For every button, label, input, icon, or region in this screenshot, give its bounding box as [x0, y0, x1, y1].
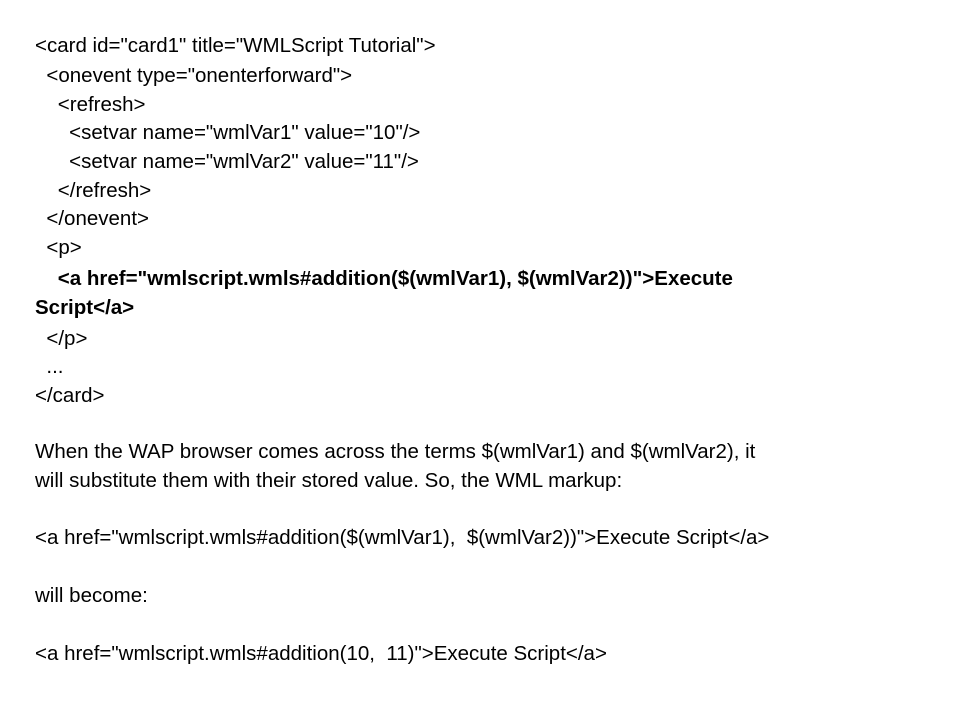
will-become-text: will become:: [35, 584, 148, 607]
code-line-setvar-2: <setvar name="wmlVar2" value="11"/>: [35, 150, 419, 173]
code-line-p-open: <p>: [35, 236, 82, 259]
explanation-line-2: will substitute them with their stored v…: [35, 469, 623, 492]
code-line-setvar-1: <setvar name="wmlVar1" value="10"/>: [35, 121, 421, 144]
code-line-card-close: </card>: [35, 384, 105, 407]
code-line-anchor-bold: <a href="wmlscript.wmls#addition($(wmlVa…: [35, 267, 733, 290]
code-line-refresh-close: </refresh>: [35, 179, 152, 202]
example-after-markup: <a href="wmlscript.wmls#addition(10, 11)…: [35, 642, 607, 665]
code-line-card-open: <card id="card1" title="WMLScript Tutori…: [35, 34, 436, 57]
example-before-markup: <a href="wmlscript.wmls#addition($(wmlVa…: [35, 526, 770, 549]
code-line-onevent-open: <onevent type="onenterforward">: [35, 64, 353, 87]
code-line-p-close: </p>: [35, 327, 88, 350]
code-line-refresh-open: <refresh>: [35, 93, 146, 116]
explanation-line-1: When the WAP browser comes across the te…: [35, 440, 756, 463]
code-line-ellipsis: ...: [35, 355, 64, 378]
code-line-anchor-bold-cont: Script</a>: [35, 296, 135, 319]
code-line-onevent-close: </onevent>: [35, 207, 149, 230]
